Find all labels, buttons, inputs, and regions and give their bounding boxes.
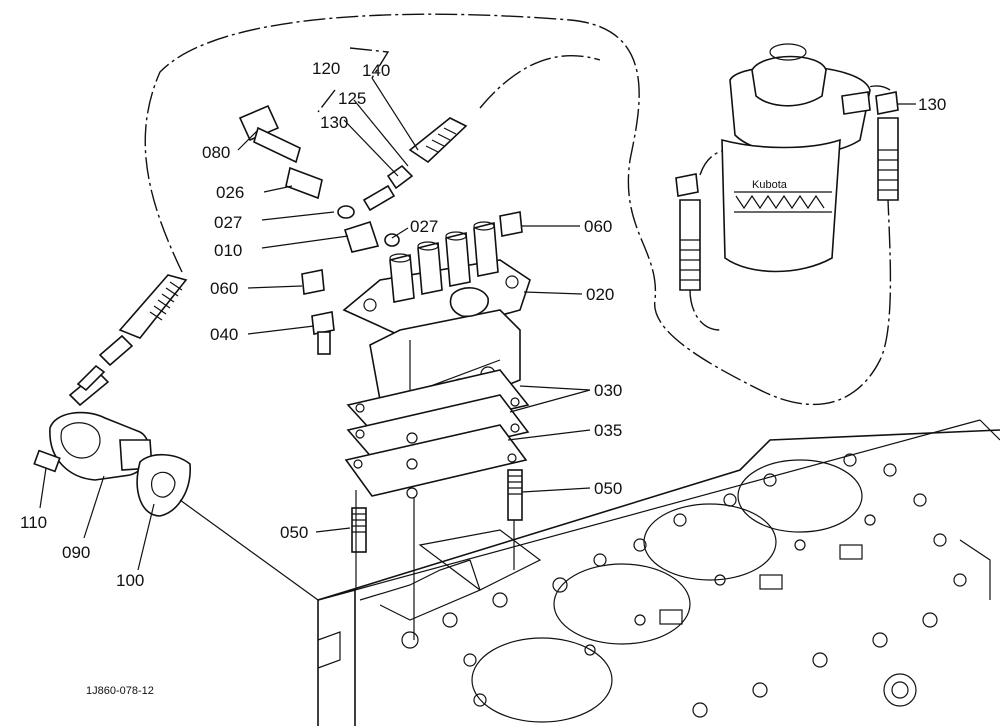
bolt-icon <box>301 211 523 355</box>
fitting-icon <box>238 104 468 253</box>
callout-026: 026 <box>216 183 244 202</box>
callout-027-left: 027 <box>214 213 242 232</box>
callout-120: 120 <box>312 59 340 78</box>
callout-130-right: 130 <box>918 95 946 114</box>
callout-010: 010 <box>214 241 242 260</box>
callout-110: 110 <box>20 513 47 532</box>
callout-060-right: 060 <box>584 217 612 236</box>
callout-130-left: 130 <box>320 113 348 132</box>
callout-125: 125 <box>338 89 366 108</box>
callout-035: 035 <box>594 421 622 440</box>
leader-lines <box>39 77 916 640</box>
cylinder-block-icon <box>317 419 1000 726</box>
gasket-icon <box>344 369 530 499</box>
callout-027-right: 027 <box>410 217 438 236</box>
callout-100: 100 <box>116 571 144 590</box>
fuel-filter-icon: Kubota <box>675 43 899 291</box>
callout-050-left: 050 <box>280 523 308 542</box>
callout-060-left: 060 <box>210 279 238 298</box>
callout-050-right: 050 <box>594 479 622 498</box>
callout-030: 030 <box>594 381 622 400</box>
callout-020: 020 <box>586 285 614 304</box>
filter-brand-label: Kubota <box>752 179 788 191</box>
callout-labels: 120 140 125 130 130 080 026 027 027 010 … <box>20 59 946 590</box>
fuel-hose-icon <box>76 274 188 392</box>
callout-140: 140 <box>362 61 390 80</box>
callout-080: 080 <box>202 143 230 162</box>
callout-090: 090 <box>62 543 90 562</box>
diagram-code: 1J860-078-12 <box>86 685 154 697</box>
callout-040: 040 <box>210 325 238 344</box>
fuel-pump-icon <box>33 370 191 517</box>
